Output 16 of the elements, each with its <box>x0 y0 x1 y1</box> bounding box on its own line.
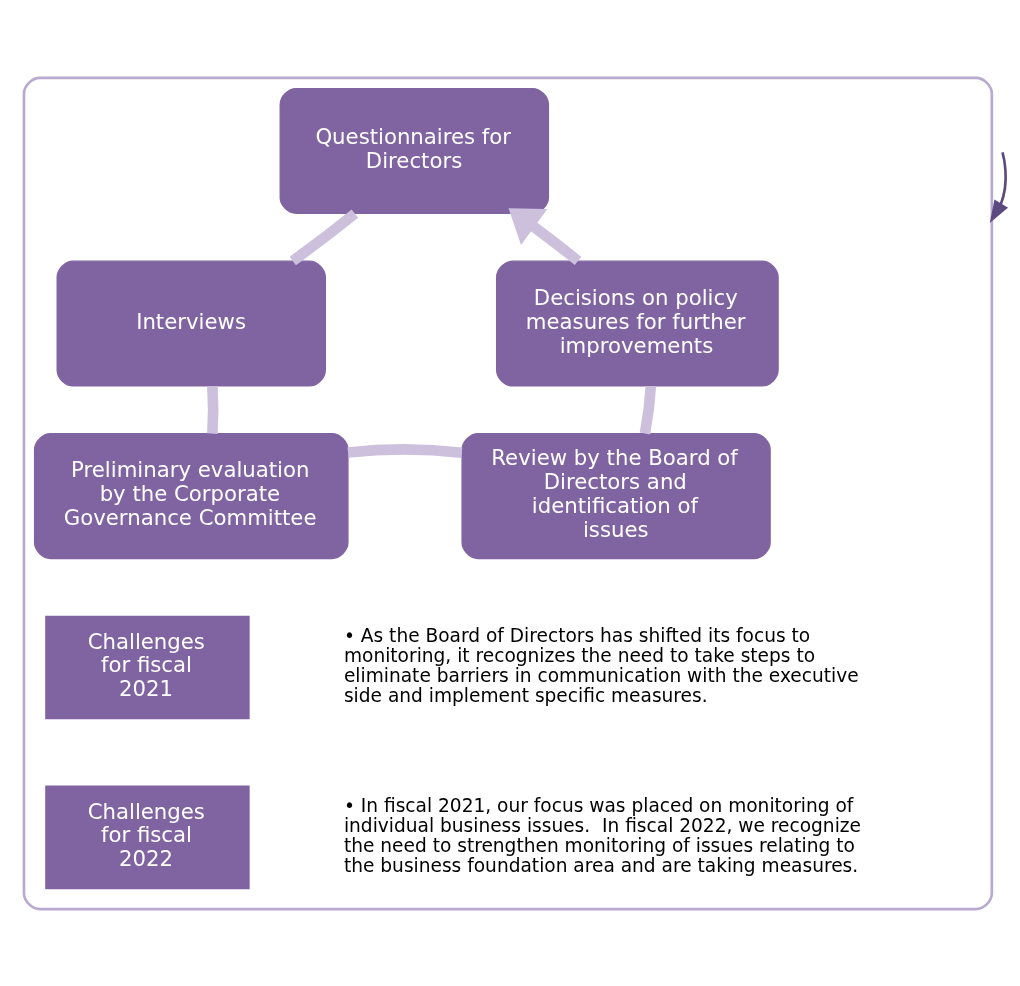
node-box: Questionnaires for Directors <box>279 87 550 214</box>
connector <box>639 385 657 435</box>
label: Challenges for fiscal 2021 <box>87 628 205 701</box>
arrow <box>508 207 582 265</box>
node-box: Review by the Board of Directors and identification of issues <box>461 432 771 559</box>
node-box: Interviews <box>56 260 326 387</box>
node-box: Decisions on policy measures for further improvements <box>495 260 779 387</box>
label: Challenges for fiscal 2022 <box>87 798 205 871</box>
cluster <box>22 76 994 910</box>
connector <box>289 209 359 265</box>
node-box: Preliminary evaluation by the Corporate Governance Committee <box>33 432 349 559</box>
connector <box>207 385 219 434</box>
arrow <box>989 151 1009 223</box>
connector <box>347 443 463 458</box>
label: • In fiscal 2021, our focus was placed on monitoring of individual business issues. In fiscal 2022, we recognize the need to strengthen monitoring of issues relating to the business foundation area and are taking measures. <box>343 794 861 876</box>
label: • As the Board of Directors has shifted its focus to monitoring, it recognizes the need to take steps to eliminate barriers in communication with the executive side and implement specific measures. <box>343 624 859 706</box>
